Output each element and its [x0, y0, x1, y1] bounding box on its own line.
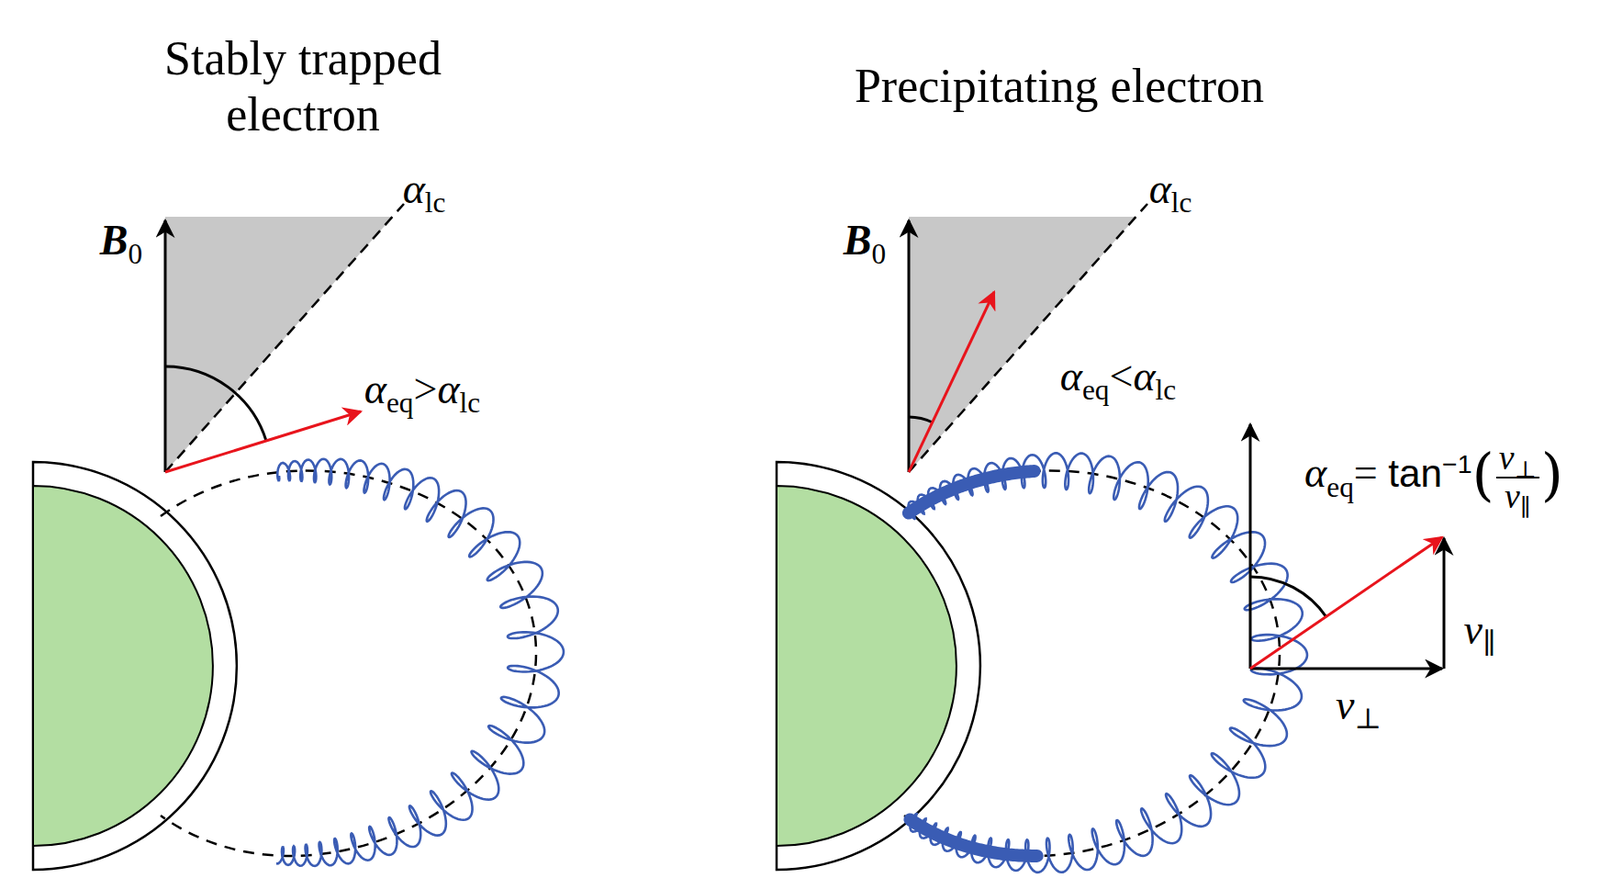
angle-arc: [908, 416, 933, 423]
spiral-path: [276, 458, 564, 866]
angle-condition: αeq<αlc: [1060, 352, 1176, 402]
pitch-angle-formula: αeq= tan−1(v⊥v∥): [1304, 439, 1564, 515]
component-label: v⊥: [1335, 681, 1382, 730]
left-panel: [33, 203, 564, 870]
panel-title: Precipitating electron: [852, 57, 1266, 114]
angle-arc: [1250, 576, 1327, 617]
angle-label: αlc: [402, 165, 447, 214]
atmosphere: [776, 461, 981, 870]
dense-spiral: [908, 470, 1035, 514]
angle-arc: [165, 366, 267, 441]
angle-condition: αeq>αlc: [364, 365, 481, 414]
component-label: v∥: [1464, 605, 1497, 655]
panel-title: Stably trapped electron: [96, 30, 510, 144]
loss-cone-edge: [908, 203, 1148, 472]
field-arrow: [907, 220, 911, 472]
loss-cone-edge: [165, 203, 404, 472]
field-label: B0: [843, 216, 886, 266]
right-panel: [776, 203, 1444, 873]
field-line: [904, 469, 1280, 855]
electron-trajectory: [906, 452, 1308, 873]
vperp-arrow: [1250, 667, 1443, 671]
earth: [776, 485, 957, 846]
field-arrow: [164, 220, 168, 472]
spiral-path: [906, 452, 1308, 873]
atmosphere: [33, 461, 237, 870]
velocity-arrow: [908, 291, 995, 472]
velocity-arrow: [1250, 537, 1443, 669]
angle-label: αlc: [1149, 165, 1193, 214]
earth: [33, 485, 213, 846]
field-axis: [1249, 424, 1253, 669]
velocity-arrow: [165, 411, 361, 472]
field-label: B0: [100, 216, 143, 266]
dense-spiral: [909, 818, 1037, 855]
electron-trajectory: [276, 458, 564, 866]
vpar-arrow: [1443, 537, 1446, 669]
